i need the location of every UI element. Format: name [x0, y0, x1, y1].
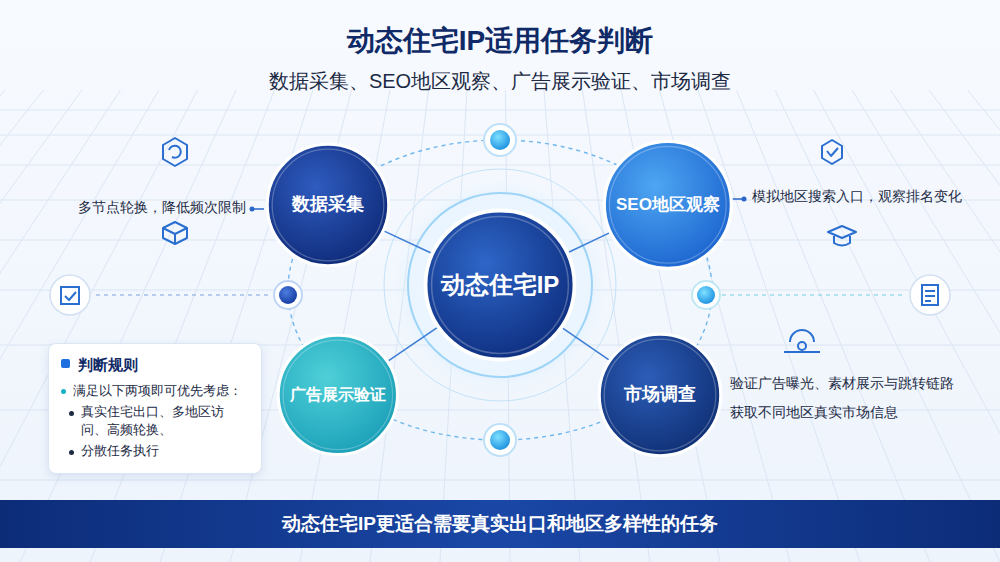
task-circle: 市场调查	[598, 333, 722, 457]
bullet-mark	[61, 359, 70, 368]
connector-line	[384, 231, 431, 253]
connector-line	[388, 328, 437, 361]
task-description: 模拟地区搜索入口，观察排名变化	[752, 188, 962, 206]
bullet-mark	[61, 389, 66, 394]
bullet-mark	[69, 450, 74, 455]
node-label: SEO地区观察	[610, 195, 726, 215]
diagram-title: 动态住宅IP适用任务判断	[0, 22, 1000, 60]
rule-row: 真实住宅出口、多地区访问、高频轮换、	[61, 403, 249, 441]
node-label: 动态住宅IP	[435, 271, 566, 300]
connector-line	[569, 233, 610, 252]
rule-row: 分散任务执行	[61, 442, 249, 461]
subtitle: 数据采集、SEO地区观察、广告展示验证、市场调查	[269, 68, 731, 95]
task-circle: 广告展示验证	[277, 334, 399, 456]
node-label: 市场调查	[618, 384, 702, 406]
task-description: 获取不同地区真实市场信息	[730, 404, 898, 422]
node-label: 广告展示验证	[284, 385, 392, 404]
panel-text: 满足以下两项即可优先考虑：	[73, 382, 242, 401]
center-circle: 动态住宅IP	[424, 209, 576, 361]
rule-panel: 判断规则满足以下两项即可优先考虑： 真实住宅出口、多地区访问、高频轮换、分散任务执…	[48, 343, 262, 474]
summary-band: 动态住宅IP更适合需要真实出口和地区多样性的任务	[0, 500, 1000, 548]
panel-text: 真实住宅出口、多地区访问、高频轮换、	[81, 403, 249, 441]
task-description: 验证广告曝光、素材展示与跳转链路	[730, 375, 954, 393]
rule-row: 满足以下两项即可优先考虑：	[61, 382, 249, 401]
rule-row: 判断规则	[61, 354, 249, 376]
panel-heading: 判断规则	[78, 354, 138, 376]
connector-line	[563, 328, 609, 360]
bullet-mark	[69, 411, 74, 416]
band-text: 动态住宅IP更适合需要真实出口和地区多样性的任务	[282, 511, 718, 537]
task-description: 多节点轮换，降低频次限制	[78, 199, 246, 217]
task-circle: 数据采集	[266, 143, 390, 267]
panel-text: 分散任务执行	[81, 442, 159, 461]
node-label: 数据采集	[286, 194, 370, 216]
task-circle: SEO地区观察	[603, 140, 733, 270]
